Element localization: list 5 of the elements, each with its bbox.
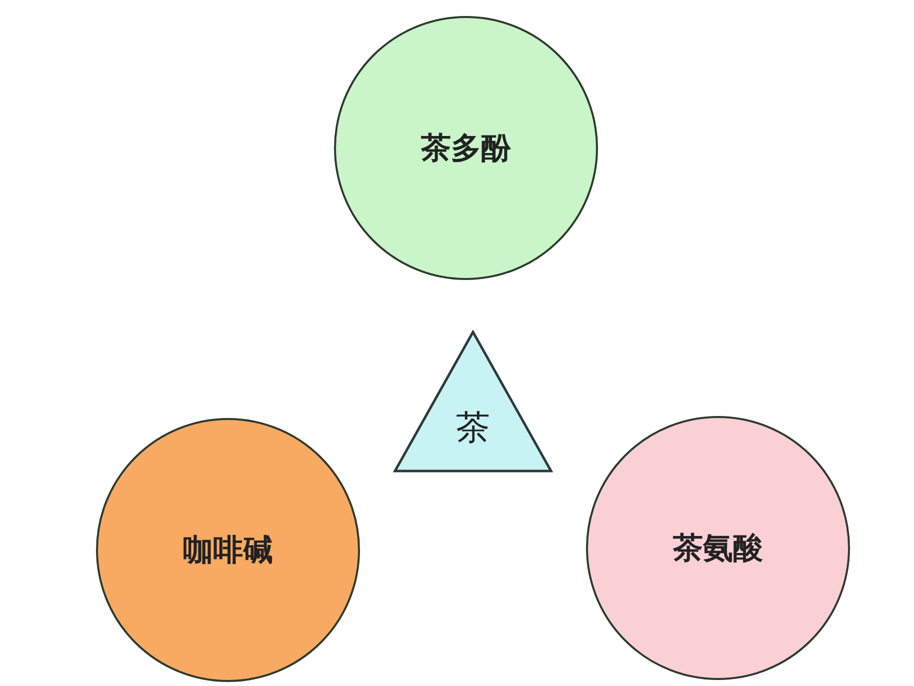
triangle-node [393,330,553,473]
node-label: 咖啡碱 [183,532,273,570]
node-label: 茶氨酸 [673,530,763,568]
node-label: 茶 [456,407,490,450]
node-label: 茶多酚 [421,130,511,168]
